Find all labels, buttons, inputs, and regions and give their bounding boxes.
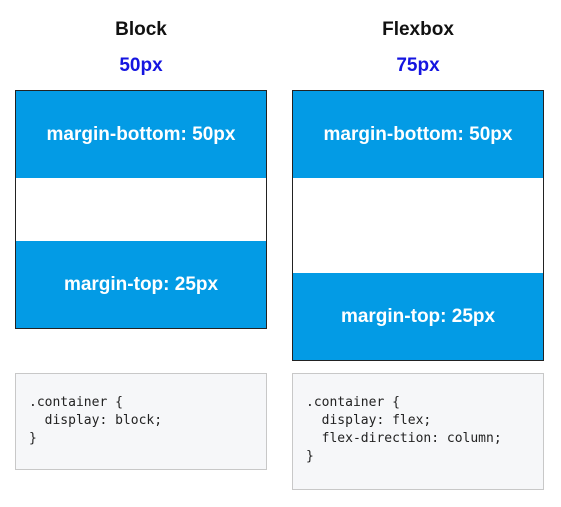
block-collapsed-margin-value: 50px: [119, 55, 163, 76]
flexbox-container: margin-bottom: 50px margin-top: 25px: [292, 90, 544, 361]
flexbox-top-box: margin-bottom: 50px: [293, 91, 543, 178]
flexbox-bottom-box: margin-top: 25px: [293, 273, 543, 360]
flexbox-margin-value: 75px: [396, 55, 440, 76]
block-container: margin-bottom: 50px margin-top: 25px: [15, 90, 267, 329]
flexbox-code-snippet: .container { display: flex; flex-directi…: [292, 373, 544, 490]
flexbox-column-title: Flexbox: [382, 19, 454, 40]
block-column-title: Block: [115, 19, 167, 40]
block-bottom-box: margin-top: 25px: [16, 241, 266, 328]
block-code-snippet: .container { display: block; }: [15, 373, 267, 470]
block-top-box: margin-bottom: 50px: [16, 91, 266, 178]
